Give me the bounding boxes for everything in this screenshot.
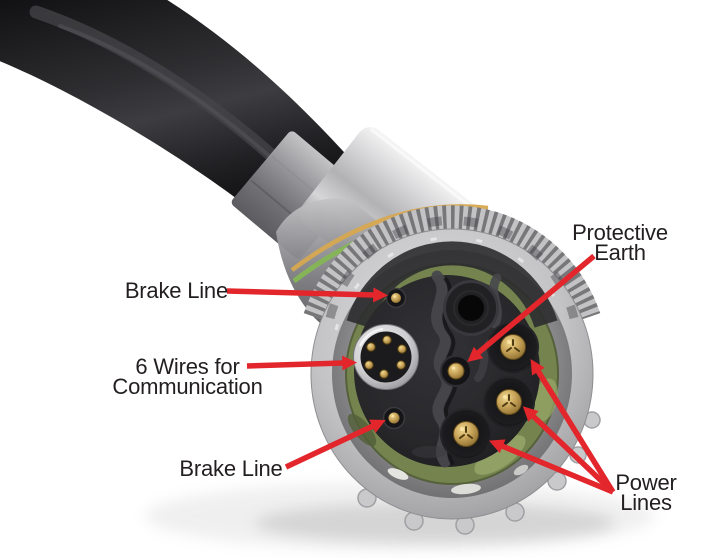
label-protective-earth-line1: Protective — [572, 220, 668, 245]
label-brake-line-bottom-text: Brake Line — [179, 456, 283, 481]
callout-arrows — [226, 253, 616, 495]
comm-pins — [364, 335, 407, 379]
arrow-protective-earth — [467, 253, 596, 363]
label-power-lines-line2: Lines — [620, 490, 672, 515]
label-power-lines: Power Lines — [586, 470, 703, 515]
label-six-wires-line2: Communication — [112, 374, 263, 399]
arrow-power-line-1 — [530, 359, 616, 494]
label-protective-earth: Protective Earth — [550, 220, 690, 265]
grommet-hole — [443, 280, 499, 336]
label-brake-line-top-text: Brake Line — [124, 278, 228, 303]
comm-connector — [353, 324, 419, 390]
label-brake-line-top: Brake Line — [124, 278, 228, 303]
brake-pin-bottom — [382, 406, 406, 430]
drop-shadow — [145, 482, 655, 550]
arrow-power-line-3 — [488, 439, 615, 495]
arrow-brake-line-bottom — [284, 419, 386, 470]
brake-pin-top — [385, 287, 407, 309]
power-pin-2 — [483, 376, 535, 428]
shell-scallops — [357, 411, 601, 535]
arrow-brake-line-top — [226, 287, 389, 303]
label-protective-earth-line2: Earth — [594, 240, 646, 265]
label-brake-line-bottom: Brake Line — [131, 456, 331, 481]
label-six-wires-line1: 6 Wires for — [135, 354, 240, 379]
arrow-power-line-2 — [522, 406, 615, 494]
power-pin-1 — [487, 321, 539, 373]
arrow-six-wires — [246, 355, 358, 371]
label-six-wires: 6 Wires for Communication — [85, 354, 290, 399]
knurled-ring — [303, 205, 601, 323]
power-pin-3 — [440, 408, 492, 460]
protective-earth-pin — [440, 355, 472, 387]
label-power-lines-line1: Power — [615, 470, 677, 495]
